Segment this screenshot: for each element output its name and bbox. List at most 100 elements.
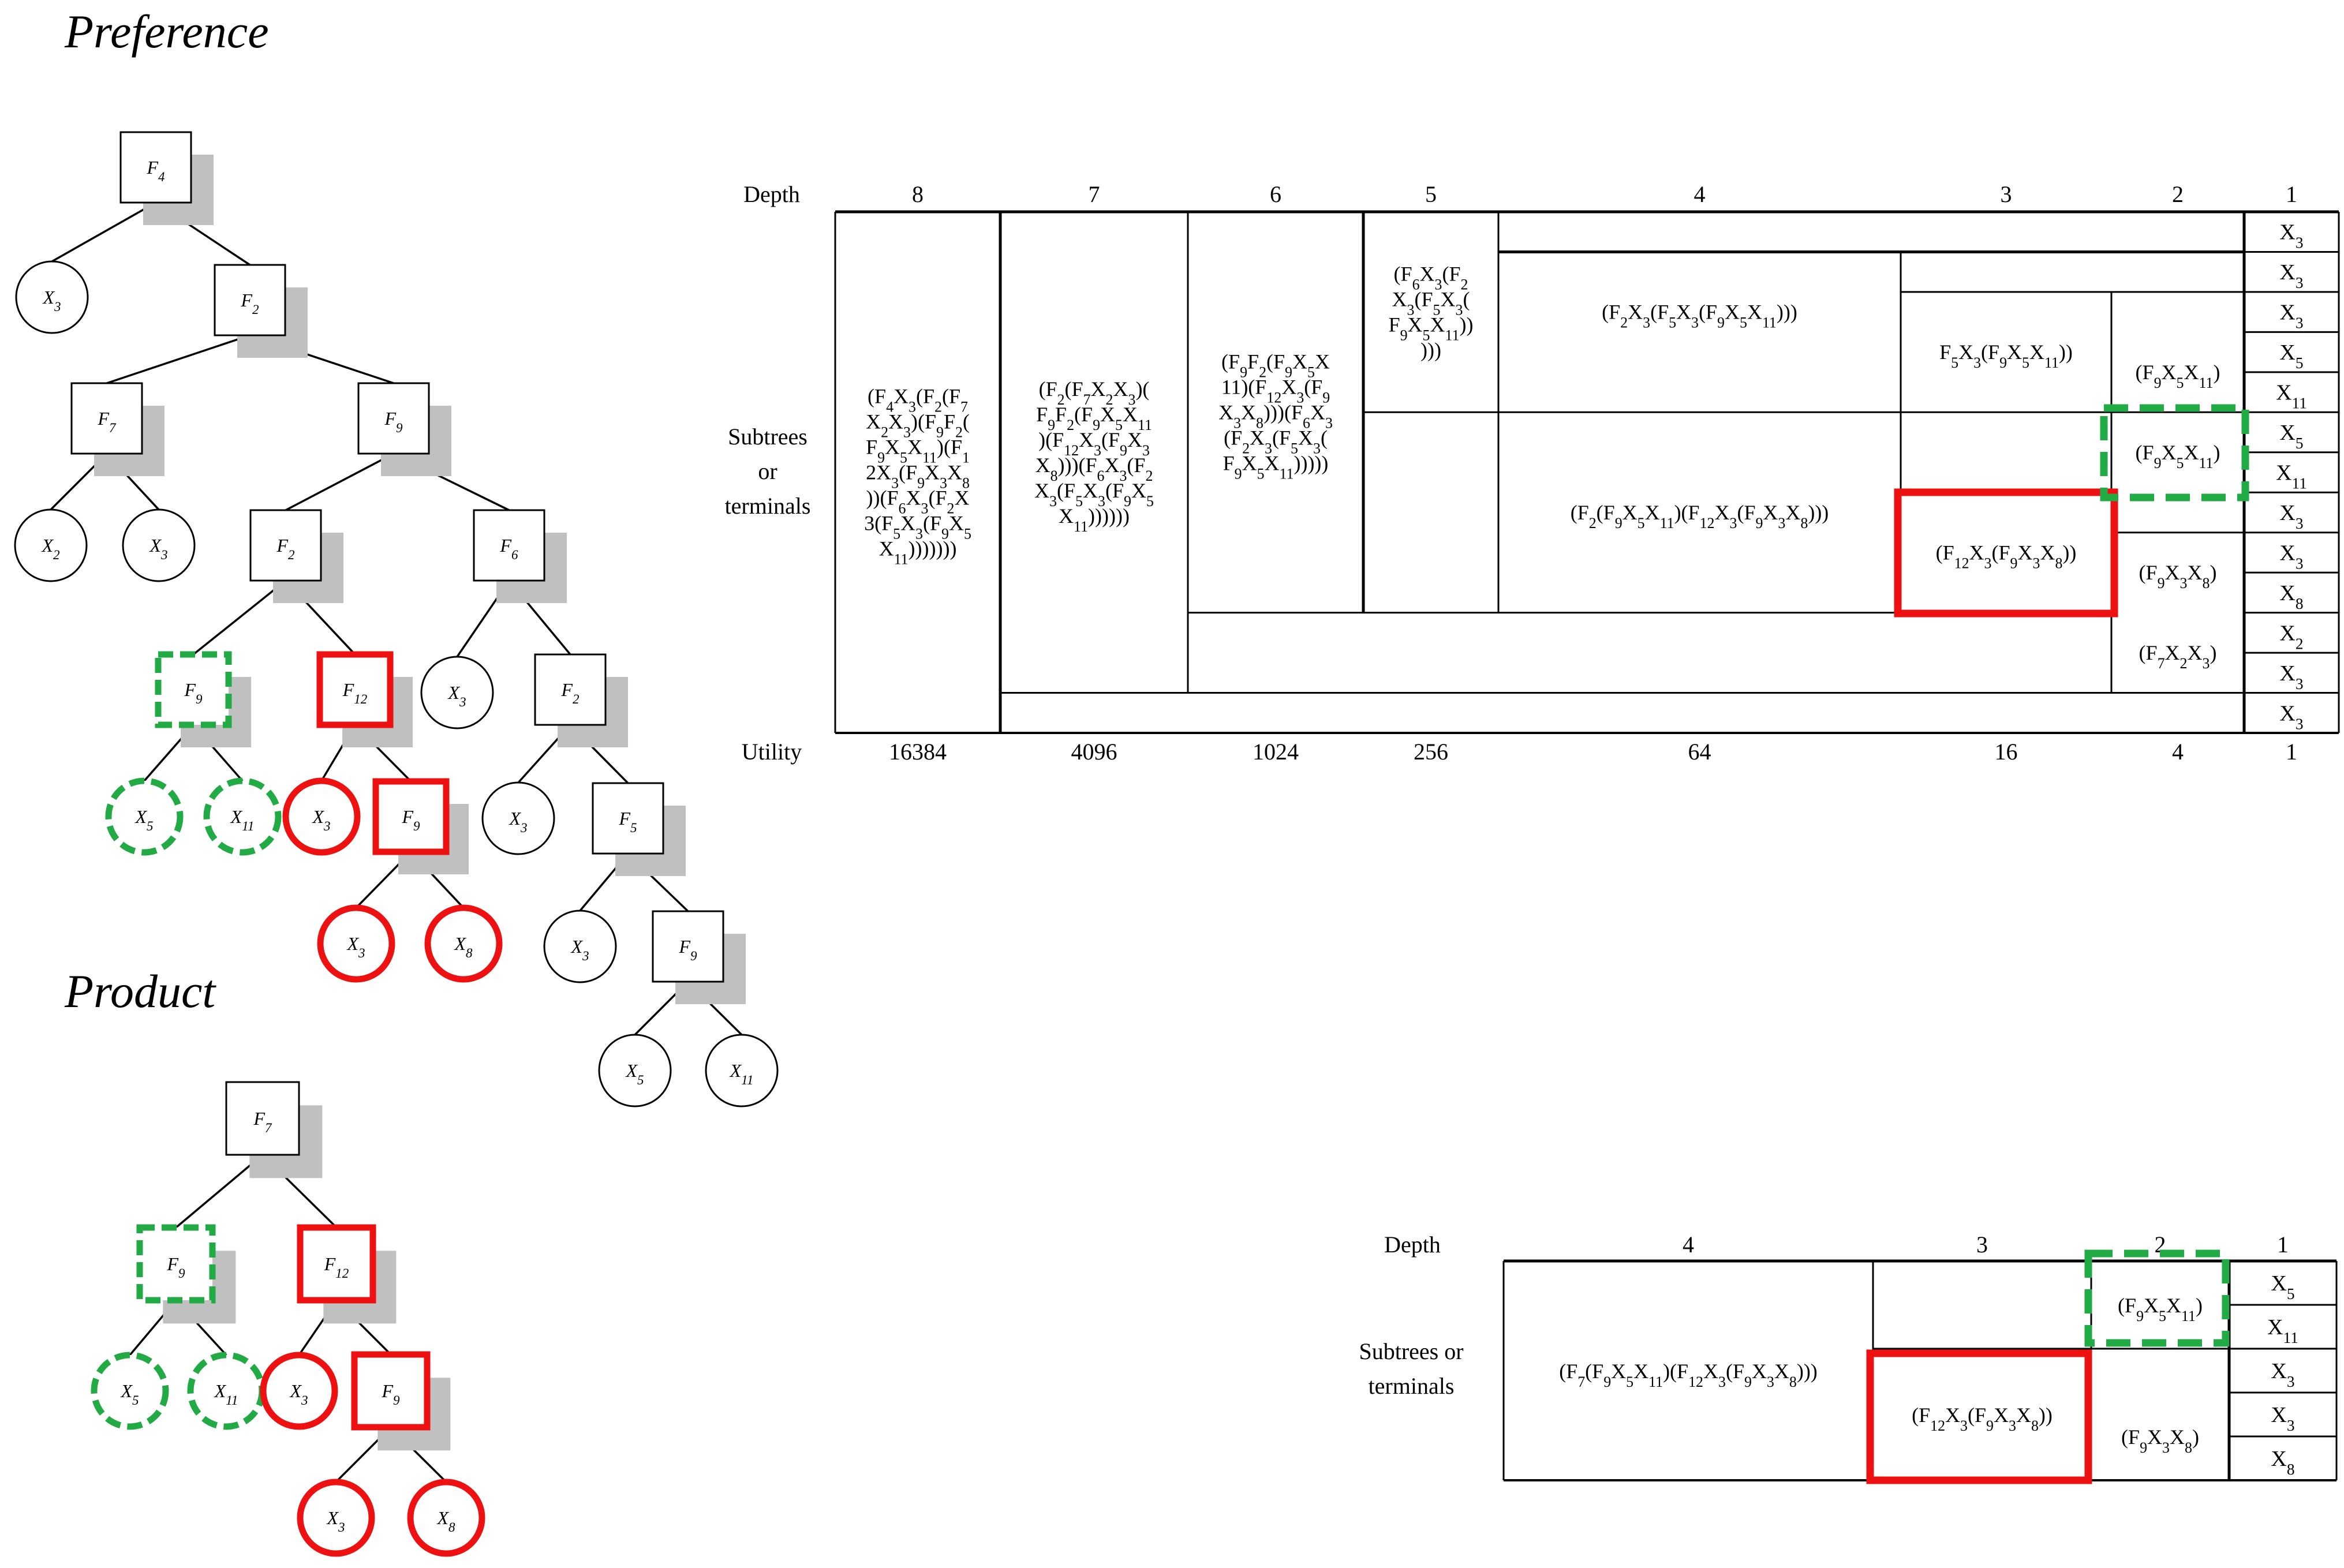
pref-node-label: F9 [401,806,420,833]
terminal-cell: X2 [2279,621,2303,652]
table-grid [834,210,2340,734]
prod-function-node [225,1081,300,1156]
utility-value: 16384 [889,739,947,765]
terminal-cell: X5 [2279,421,2303,452]
pref-node-label: X3 [346,933,365,960]
subtree-cell-e4: (F7(F9X5X11)(F12X3(F9X3X8))) [1559,1360,1818,1390]
subtree-cell-d3a: F5X3(F9X5X11)) [1939,340,2073,371]
row-label: terminals [1369,1373,1455,1399]
subtree-text: (F9X3X8) [2139,561,2217,591]
subtree-cell-d2a: (F9X5X11) [2136,361,2220,391]
pref-edge-p5-p8 [285,452,394,511]
pref-function-node [70,382,143,455]
prod-node-q6: X3 [260,1352,338,1430]
prod-node-label: F12 [324,1253,349,1281]
pref-node-label: X2 [40,535,60,562]
crossover-highlight-box [1866,1349,2092,1484]
pref-terminal-node [424,904,503,983]
subtree-text: (F12X3(F9X3X8)) [1936,541,2077,571]
utility-value: 1024 [1253,739,1299,765]
pref-terminal-node [105,777,184,856]
subtree-cell-e2b: (F9X3X8) [2121,1425,2199,1456]
subtree-cell-d2b: (F9X5X11) [2136,441,2220,471]
depth-label: Depth [1384,1232,1441,1258]
pref-function-node [357,382,430,455]
pref-node-label: X11 [230,806,255,833]
prod-node-label: X11 [214,1380,238,1408]
pref-node-p5: F9 [357,382,452,477]
subtree-cell-e2a: (F9X5X11) [2118,1294,2203,1324]
mutation-highlight-box [2100,404,2249,502]
subtree-cell-d4b: (F2(F9X5X11)(F12X3(F9X3X8))) [1571,501,1829,532]
pref-node-label: F2 [560,679,580,706]
prod-node-label: F9 [381,1380,400,1408]
terminal-cell: X3 [2279,541,2303,572]
table-grid [1502,1259,2338,1481]
prod-node-label: X8 [436,1507,455,1535]
prod-node-q1: F7 [225,1081,323,1178]
pref-function-node [534,653,607,726]
utility-value: 4096 [1071,739,1117,765]
pref-node-label: X3 [508,808,527,835]
utility-value: 1 [2286,739,2297,765]
subtree-text: X11)))))) [1059,504,1130,535]
pref-terminal-node [598,1034,672,1107]
terminal-cell: X3 [2271,1403,2294,1434]
depth-header: 8 [912,181,924,207]
prod-edge-q1-q2 [175,1154,264,1229]
pref-function-node [372,778,450,855]
pref-node-label: X5 [134,806,153,833]
pref-terminal-node [14,508,88,582]
pref-terminal-node [481,781,555,855]
crossover-highlight-box [1894,488,2118,618]
subtree-text: ))) [1420,339,1441,362]
utility-value: 4 [2172,739,2184,765]
prod-node-q2: F9 [136,1224,236,1324]
utility-label: Utility [742,739,802,765]
terminal-cell: X3 [2279,661,2303,693]
prod-node-label: X3 [326,1507,345,1535]
row-label: terminals [725,493,811,519]
subtree-text: F5X3(F9X5X11)) [1939,340,2073,371]
pref-function-node [119,131,192,204]
terminal-cell: X11 [2276,381,2307,412]
pref-node-label: F12 [342,679,368,706]
prod-function-node [297,1224,376,1304]
subtree-cell-e3: (F12X3(F9X3X8)) [1912,1404,2053,1434]
pref-node-p9: F6 [473,509,567,604]
pref-terminal-node [122,508,196,582]
pref-function-node [652,910,724,983]
pref-terminal-node [317,904,395,983]
pref-node-p17: F9 [372,778,469,875]
pref-node-label: X3 [42,287,61,314]
pref-function-node [473,509,545,582]
pref-node-p14: X5 [105,777,184,856]
subtree-text: (F9X5X11) [2136,441,2220,471]
product-title: Product [64,965,216,1017]
pref-node-p25: X11 [705,1034,779,1107]
pref-terminal-node [15,260,89,334]
prod-node-q9: X8 [407,1479,485,1557]
pref-edge-p3-p4 [106,334,251,384]
pref-function-node [592,782,664,855]
pref-terminal-node [282,777,361,856]
pref-terminal-node [705,1034,779,1107]
pref-function-node [214,264,286,336]
pref-node-label: F2 [276,535,295,562]
pref-node-label: F2 [240,290,259,317]
terminal-cell: X3 [2279,301,2303,332]
prod-node-label: X3 [289,1380,308,1408]
depth-header: 4 [1683,1232,1694,1258]
pref-node-label: X5 [625,1060,644,1087]
subtree-cell-d3b: (F12X3(F9X3X8)) [1936,541,2077,571]
subtree-text: (F7X2X3) [2139,641,2217,672]
terminal-cell: X3 [2279,220,2303,252]
depth-header: 4 [1694,181,1706,207]
depth-header: 1 [2277,1232,2289,1258]
pref-node-label: F4 [146,157,165,184]
terminal-cell: X8 [2271,1447,2294,1478]
